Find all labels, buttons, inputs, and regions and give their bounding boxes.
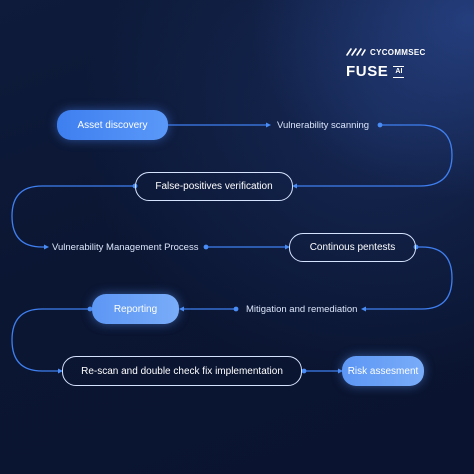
step-false-positives-verification: False-positives verification [135, 172, 293, 201]
connector-dot [203, 244, 209, 250]
arrowhead [179, 306, 184, 312]
step-rescan-double-check: Re-scan and double check fix implementat… [62, 356, 302, 386]
arrowhead [266, 122, 271, 128]
step-reporting: Reporting [92, 294, 179, 324]
step-asset-discovery: Asset discovery [57, 110, 168, 140]
arrowhead [58, 368, 63, 374]
arrowhead [361, 306, 366, 312]
connector-dot [87, 306, 93, 312]
brand-product-tag: AI [393, 66, 405, 78]
step-continous-pentests: Continous pentests [289, 233, 416, 262]
connector-dot [377, 122, 383, 128]
arrowhead [44, 244, 49, 250]
step-vulnerability-management-process: Vulnerability Management Process [52, 241, 199, 253]
brand-product-name: FUSE [346, 63, 389, 80]
connector-dot [233, 306, 239, 312]
arrowhead [285, 244, 290, 250]
connector-dot [301, 368, 307, 374]
brand-logo: CYCOMMSEC FUSE AI [346, 46, 456, 82]
arrowhead [338, 368, 343, 374]
connector-3 [11, 185, 135, 248]
arrowhead [292, 183, 297, 189]
step-vulnerability-scanning: Vulnerability scanning [277, 119, 370, 131]
connector-7 [11, 308, 90, 372]
step-risk-assesment: Risk assesment [342, 356, 424, 386]
cycommsec-logo-icon [346, 48, 366, 56]
connector-2 [297, 124, 453, 187]
connector-5 [366, 246, 453, 310]
brand-company-name: CYCOMMSEC [370, 47, 426, 57]
step-mitigation-and-remediation: Mitigation and remediation [246, 303, 358, 315]
